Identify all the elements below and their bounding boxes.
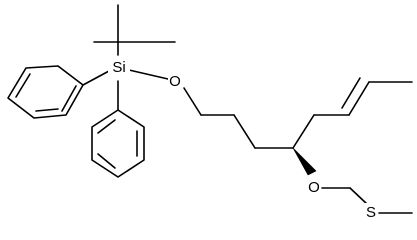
phenyl-upper-ring	[7, 65, 84, 119]
phenyl-upper-double-2	[15, 73, 31, 98]
atom-label-o-ether: O	[308, 179, 320, 196]
stereo-wedge-bond	[292, 147, 317, 176]
structure-diagram: Si O O S	[7, 4, 413, 221]
atom-si: Si	[108, 58, 130, 76]
atom-label-o-silyl: O	[169, 73, 181, 90]
bond-c4-c5	[292, 114, 315, 149]
phenyl-ring-lower	[91, 80, 145, 178]
bond-ch2-s	[349, 187, 369, 206]
bond-si-phenyl-upper	[82, 70, 110, 86]
atom-label-si: Si	[112, 59, 125, 76]
main-chain	[183, 77, 413, 149]
atom-o-ether: O	[307, 178, 321, 196]
atom-s: S	[365, 203, 378, 221]
phenyl-lower-double-3	[97, 119, 116, 134]
atom-o-silyl: O	[168, 72, 182, 90]
bond-c2-c3	[233, 114, 256, 149]
bond-c6-c7	[348, 81, 370, 116]
phenyl-upper-double-3	[35, 108, 59, 112]
phenyl-lower-double-2	[97, 153, 116, 169]
tert-butyl-group	[93, 4, 176, 56]
bond-o-c1	[183, 87, 202, 116]
phenyl-lower-ring	[91, 109, 145, 178]
phenyl-ring-upper	[7, 65, 110, 119]
bond-c6-c7-double	[341, 77, 361, 109]
atom-label-s: S	[366, 204, 376, 221]
methylthiomethyl-group	[321, 187, 413, 214]
phenyl-upper-double-1	[61, 85, 77, 112]
bond-si-o	[128, 69, 169, 80]
